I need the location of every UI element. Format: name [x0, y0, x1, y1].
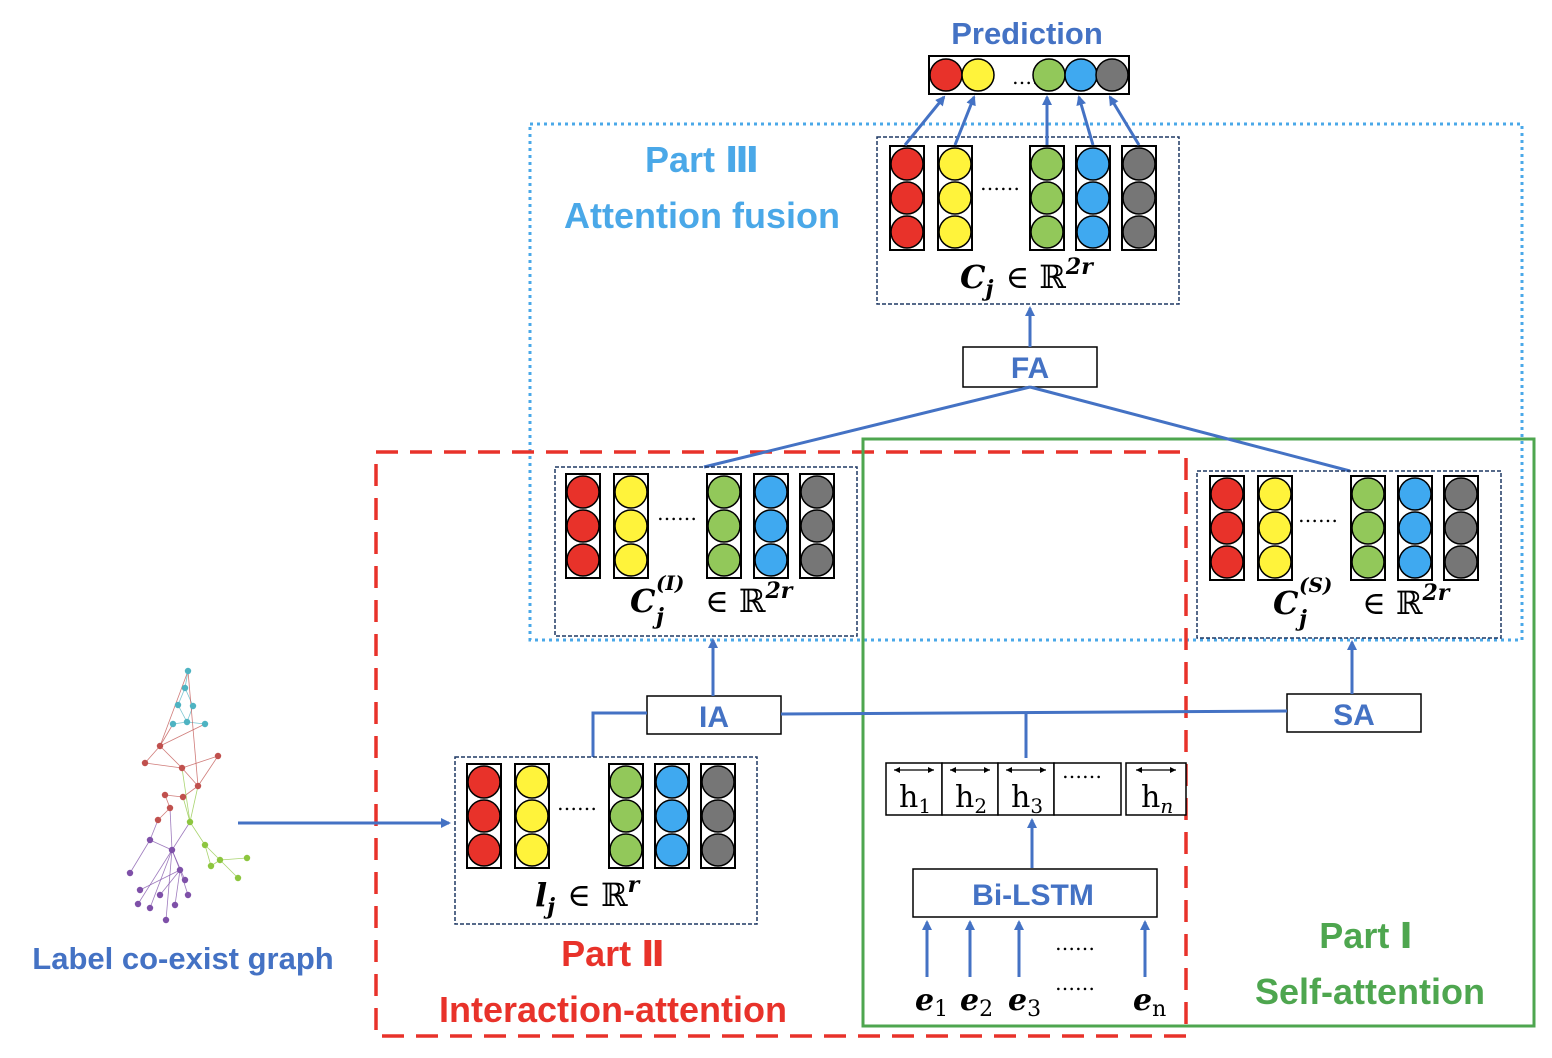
ia-box — [646, 695, 782, 735]
label-coexist-graph-image — [126, 667, 251, 924]
lj-column-3 — [608, 763, 644, 869]
cs-formula: C — [1273, 584, 1299, 622]
ia-sa-link — [780, 709, 1288, 716]
cs-column-1 — [1209, 475, 1245, 581]
part2-title: Part Ⅱ — [561, 933, 665, 974]
cs-box — [1196, 470, 1502, 639]
sa-box — [1286, 693, 1422, 733]
ci-to-fa-line — [703, 385, 1031, 469]
cs-vectors — [1209, 475, 1479, 581]
bilstm-box — [912, 868, 1158, 918]
e-embedding-4: en — [1133, 983, 1166, 1022]
part1-region — [861, 437, 1536, 1028]
h-ellipsis: …… — [1062, 759, 1102, 783]
ci-set: ∈ ℝ2r — [705, 578, 794, 620]
e-embedding-1: e1 — [915, 983, 948, 1022]
part3-subtitle: Attention fusion — [564, 195, 840, 236]
ci-column-2 — [613, 473, 649, 579]
cj-to-pred-arrow-5 — [1108, 95, 1141, 146]
e-ellipsis-1: …… — [1055, 931, 1095, 955]
ci-vectors — [565, 473, 835, 579]
prediction-vector: …… — [928, 55, 1130, 95]
hidden-states-row: …… — [885, 759, 1187, 816]
ci-formula: C — [630, 582, 656, 620]
cj-column-3 — [1029, 145, 1065, 251]
h-state-1: h1 — [894, 767, 934, 818]
svg-text:hn: hn — [1141, 780, 1173, 818]
part3-region — [528, 122, 1524, 642]
cs-column-3 — [1350, 475, 1386, 581]
lj-formula: lj∈ ℝr — [535, 872, 641, 920]
part1-subtitle: Self-attention — [1255, 971, 1485, 1012]
cs-set: ∈ ℝ2r — [1362, 580, 1451, 622]
lj-vectors — [466, 763, 736, 869]
ci-column-1 — [565, 473, 601, 579]
e-ellipsis-2: …… — [1055, 971, 1095, 995]
input-embeddings: e1 e2 e3 en — [915, 983, 1166, 1022]
cs-column-2 — [1257, 475, 1293, 581]
hidden-state-labels: h1 h2 h3 hn — [894, 767, 1176, 818]
prediction-label: Prediction — [951, 16, 1103, 51]
graph-label: Label co-exist graph — [32, 941, 333, 976]
cj-column-4 — [1075, 145, 1111, 251]
lj-to-ia-link — [591, 711, 647, 757]
lj-column-4 — [654, 763, 690, 869]
cj-to-pred-arrow-1 — [903, 95, 946, 146]
ci-ellipsis: …… — [657, 501, 697, 525]
svg-text:h2: h2 — [955, 780, 987, 818]
cs-column-5 — [1443, 475, 1479, 581]
part1-title: Part Ⅰ — [1319, 915, 1412, 956]
cj-formula: Cj∈ ℝ2r — [960, 254, 1094, 302]
cs-ellipsis: …… — [1298, 503, 1338, 527]
fa-label: FA — [1011, 352, 1049, 385]
svg-text:h3: h3 — [1011, 780, 1043, 818]
cj-to-pred-arrow-2 — [953, 95, 976, 146]
h-state-2: h2 — [950, 767, 990, 818]
ci-box — [554, 466, 858, 637]
cj-vectors — [889, 145, 1157, 251]
lj-column-1 — [466, 763, 502, 869]
cj-column-5 — [1121, 145, 1157, 251]
cj-box — [876, 136, 1180, 305]
lj-box — [454, 756, 758, 925]
lj-column-2 — [514, 763, 550, 869]
svg-text:h1: h1 — [899, 780, 931, 818]
cs-column-4 — [1397, 475, 1433, 581]
lj-column-5 — [700, 763, 736, 869]
cs-superscript: (S) — [1299, 573, 1332, 597]
ci-superscript: (I) — [656, 571, 684, 595]
ci-column-3 — [706, 473, 742, 579]
ci-column-4 — [753, 473, 789, 579]
e-embedding-2: e2 — [960, 983, 993, 1022]
part3-title: Part Ⅲ — [645, 139, 759, 180]
sa-label: SA — [1333, 699, 1375, 732]
lj-ellipsis: …… — [557, 791, 597, 815]
cj-column-1 — [889, 145, 925, 251]
part2-region — [374, 450, 1188, 1038]
e-embedding-3: e3 — [1008, 983, 1041, 1022]
cj-ellipsis: …… — [980, 171, 1020, 195]
h-state-4: hn — [1136, 767, 1176, 818]
part2-subtitle: Interaction-attention — [439, 989, 787, 1030]
ia-label: IA — [699, 701, 729, 734]
h-state-3: h3 — [1006, 767, 1046, 818]
cs-to-fa-line — [1029, 385, 1351, 473]
bilstm-label: Bi-LSTM — [972, 879, 1094, 912]
ci-column-5 — [799, 473, 835, 579]
cj-to-pred-arrow-4 — [1076, 95, 1095, 146]
cj-column-2 — [937, 145, 973, 251]
